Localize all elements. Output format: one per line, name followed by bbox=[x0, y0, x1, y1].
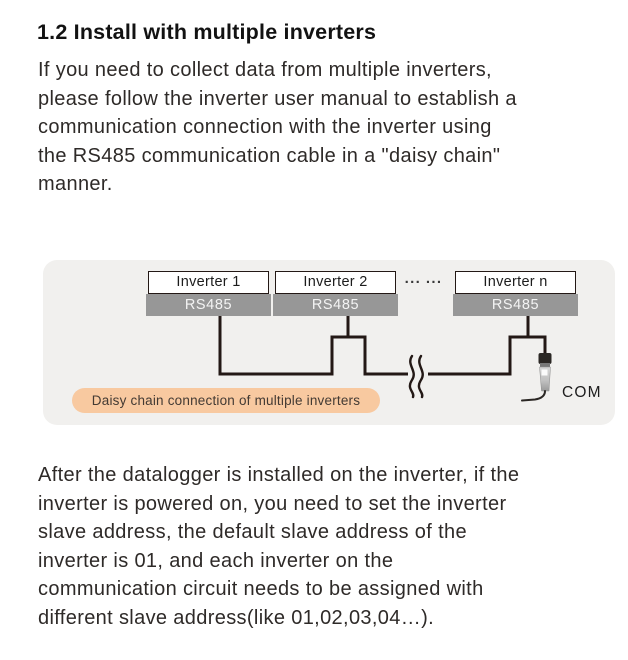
inverter-n-label: Inverter n bbox=[455, 271, 576, 294]
inverter-2-label: Inverter 2 bbox=[275, 271, 396, 294]
com-connector-icon bbox=[521, 353, 552, 402]
daisy-chain-diagram: Inverter 1 RS485 Inverter 2 RS485 Invert… bbox=[43, 260, 615, 425]
section-heading: 1.2 Install with multiple inverters bbox=[37, 20, 377, 44]
wire-to-invn bbox=[428, 335, 547, 376]
wiring-lines bbox=[218, 314, 552, 402]
diagram-caption: Daisy chain connection of multiple inver… bbox=[72, 388, 380, 413]
inverter-1-rs485-port: RS485 bbox=[146, 294, 271, 316]
wire-inv1-to-inv2 bbox=[218, 314, 408, 376]
inverter-1-label: Inverter 1 bbox=[148, 271, 269, 294]
inverter-node-1: Inverter 1 RS485 bbox=[146, 271, 271, 316]
com-port-label: COM bbox=[562, 384, 602, 401]
inverter-node-2: Inverter 2 RS485 bbox=[273, 271, 398, 316]
inverter-node-n: Inverter n RS485 bbox=[453, 271, 578, 316]
cable-break-icon bbox=[408, 354, 424, 399]
inverter-n-rs485-port: RS485 bbox=[453, 294, 578, 316]
inverter-2-rs485-port: RS485 bbox=[273, 294, 398, 316]
intro-paragraph: If you need to collect data from multipl… bbox=[38, 59, 517, 195]
ellipsis-dots: ··· ··· bbox=[404, 274, 443, 291]
outro-paragraph: After the datalogger is installed on the… bbox=[38, 464, 520, 629]
